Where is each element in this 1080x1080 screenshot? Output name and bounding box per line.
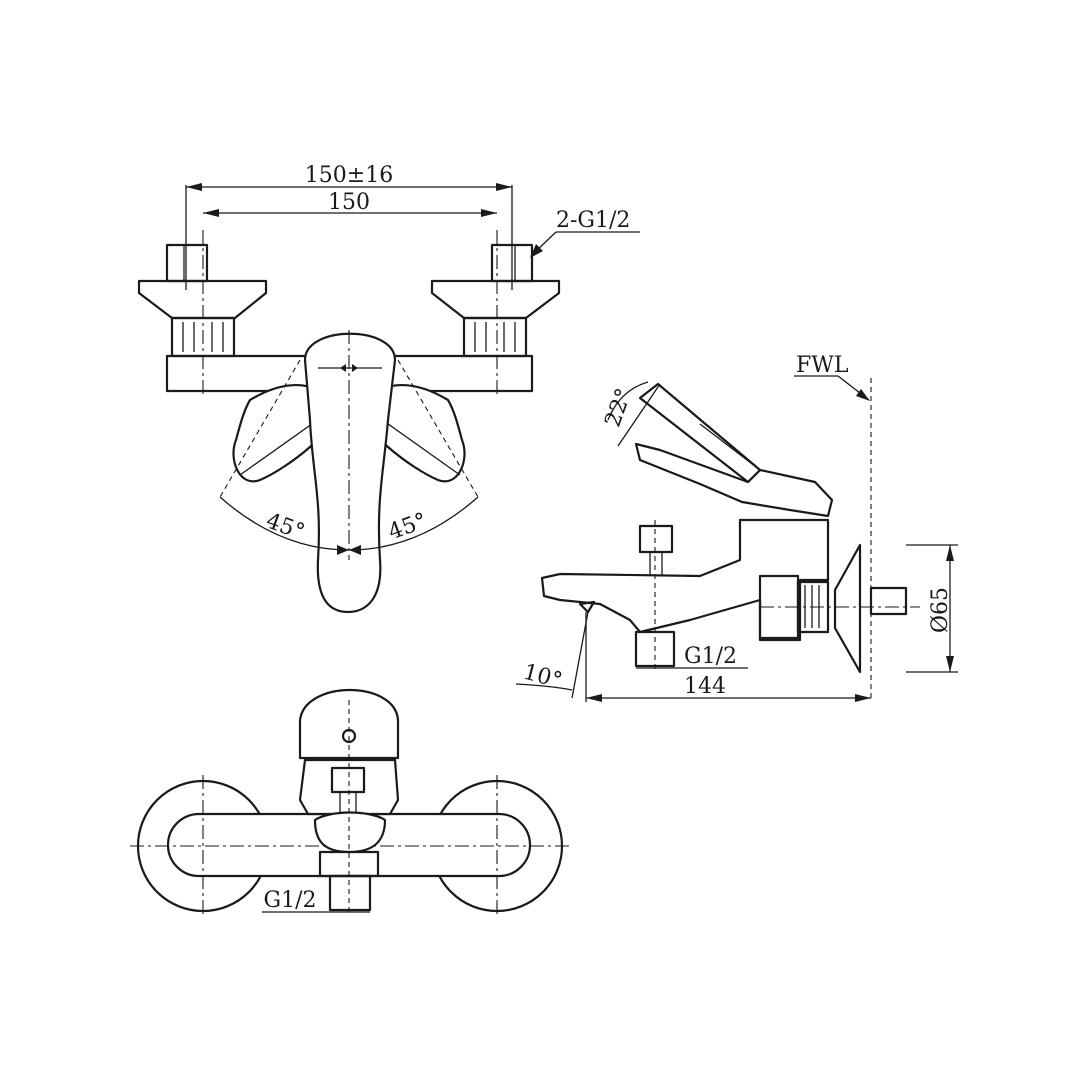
depth-label: 144: [684, 674, 726, 699]
top-view: G1/2: [130, 688, 570, 915]
handle-angle-label: 22°: [600, 385, 637, 430]
dim-inner: 150: [203, 190, 497, 217]
dim-inner-label: 150: [328, 190, 370, 215]
spout-angle-label: 10°: [521, 660, 565, 694]
top-handle: [298, 688, 400, 760]
dim-outer-label: 150±16: [305, 163, 393, 188]
inlet-label: 2-G1/2: [556, 208, 630, 233]
right-inlet: [430, 243, 561, 358]
side-outlet-label: G1/2: [684, 644, 737, 669]
wall-flange: [833, 543, 862, 674]
front-view: 150±16 150 2-G1/2: [137, 163, 640, 614]
angle-right-label: 45°: [385, 508, 430, 545]
dim-outer: 150±16: [185, 163, 513, 290]
top-outlet: [328, 874, 372, 912]
side-handle: [634, 442, 834, 518]
flange-dia-label: Ø65: [928, 587, 953, 633]
side-view: FWL Ø65 G1/2: [515, 353, 958, 702]
side-body: [540, 518, 830, 642]
top-outlet-label: G1/2: [264, 888, 317, 913]
inlet-callout: 2-G1/2: [530, 208, 640, 258]
angle-left-label: 45°: [263, 508, 308, 545]
wall-line: FWL: [794, 353, 872, 700]
lever-handle: [303, 332, 397, 614]
fwl-label: FWL: [796, 353, 849, 378]
